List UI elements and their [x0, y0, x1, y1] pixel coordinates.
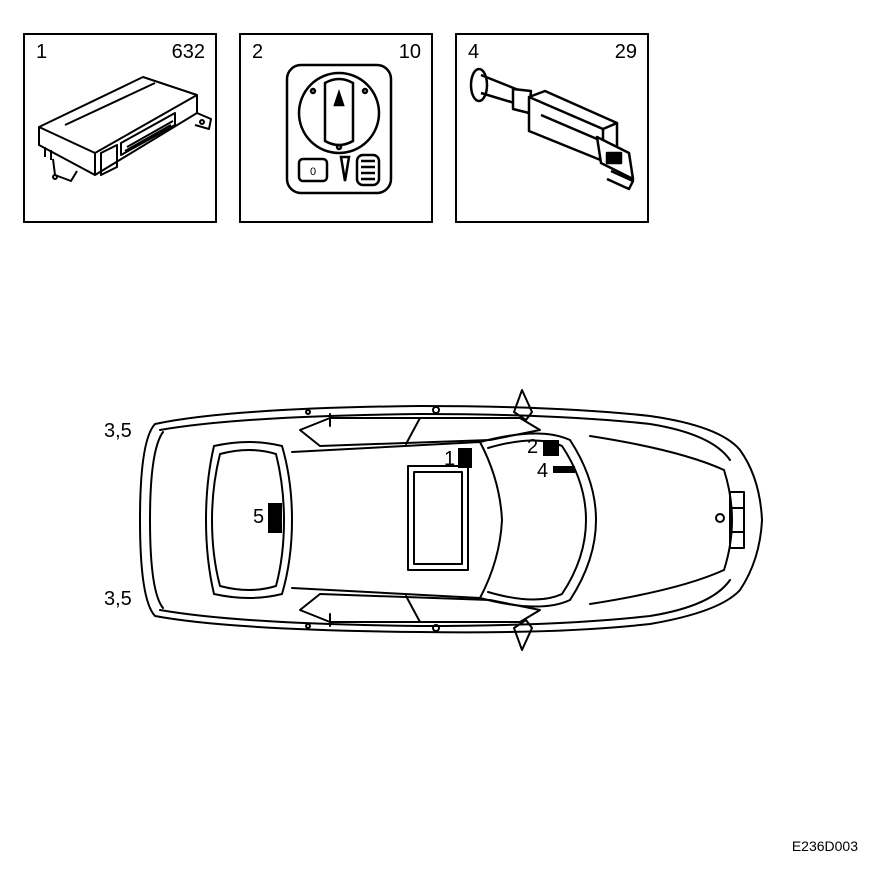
callout-left-bottom: 3,5	[104, 588, 132, 610]
pedal-switch-marker	[553, 466, 575, 473]
diagram-reference: E236D003	[791, 838, 858, 854]
svg-text:0: 0	[310, 166, 316, 178]
light-switch-icon: 0	[285, 63, 393, 195]
panel-code: 632	[171, 41, 205, 63]
panel-code: 29	[614, 41, 637, 63]
panel-number: 4	[468, 41, 480, 63]
callout-rear-component: 5	[253, 506, 265, 528]
component-panel-2: 2 10 0	[239, 33, 433, 223]
panel-number: 1	[36, 41, 48, 63]
panel-code: 10	[398, 41, 421, 63]
switch-marker	[543, 440, 559, 456]
brake-light-switch-icon	[469, 67, 635, 191]
callout-module: 1	[444, 448, 456, 470]
rear-component-marker	[268, 503, 282, 533]
callout-left-top: 3,5	[104, 420, 132, 442]
component-panel-4: 4 29	[455, 33, 649, 223]
panel-number: 2	[252, 41, 264, 63]
callout-switch: 2	[527, 436, 539, 458]
component-panel-1: 1 632	[23, 33, 217, 223]
callout-pedal-switch: 4	[537, 460, 549, 482]
control-module-icon	[38, 76, 212, 182]
module-marker	[458, 448, 472, 468]
